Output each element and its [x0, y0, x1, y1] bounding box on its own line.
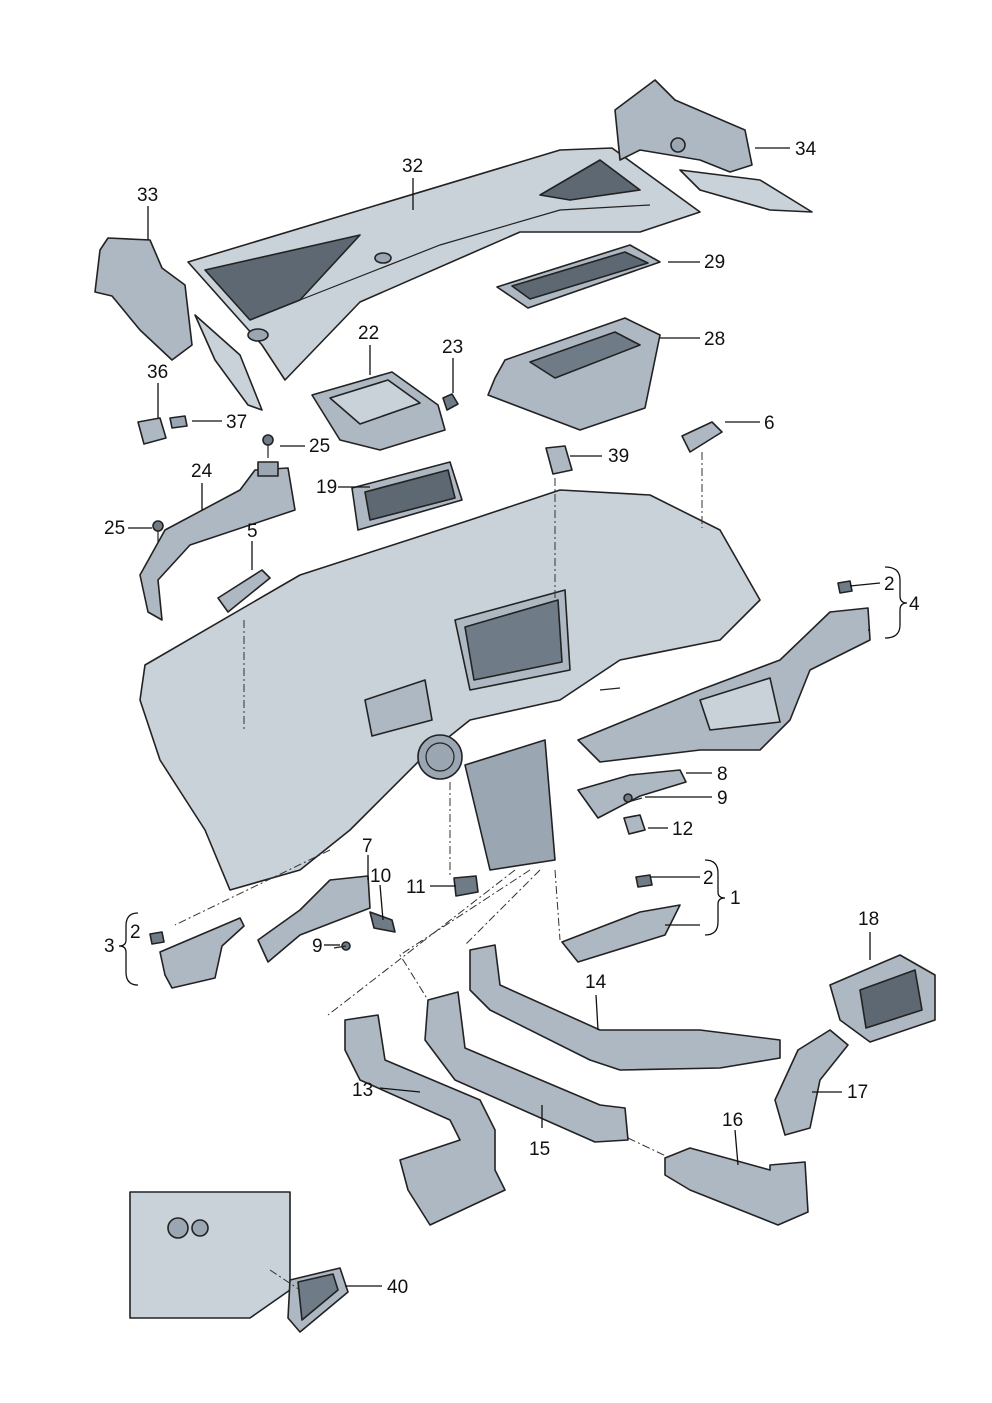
part-4-right-duct: [577, 607, 871, 763]
part-7-duct: [257, 875, 371, 963]
callout-7: 7: [362, 836, 373, 857]
dashboard-carrier: [139, 489, 761, 891]
callout-5: 5: [247, 521, 258, 542]
callout-29: 29: [704, 252, 725, 273]
part-15-duct: [424, 991, 629, 1143]
part-29-grille-cover: [496, 244, 661, 309]
part-16-duct: [664, 1147, 809, 1226]
part-22-display-housing: [311, 371, 446, 451]
callout-24: 24: [191, 461, 213, 482]
part-2-clip-left: [149, 931, 165, 945]
part-24-side-duct: [139, 461, 296, 621]
callout-10: 10: [370, 866, 391, 887]
callout-23: 23: [442, 337, 463, 358]
callout-37: 37: [226, 412, 247, 433]
callout-40: 40: [387, 1277, 408, 1298]
callout-2-upper-right: 2: [884, 574, 895, 595]
callout-39: 39: [608, 446, 629, 467]
assembly-dash-lines: [174, 452, 703, 1291]
part-36-switch: [137, 417, 167, 445]
callout-9-right: 9: [717, 788, 728, 809]
part-37-cap: [169, 415, 188, 429]
callout-3: 3: [104, 936, 115, 957]
part-5-vent-trim: [217, 569, 271, 613]
callout-12: 12: [672, 819, 693, 840]
part-9-screw-right: [623, 793, 643, 803]
callout-22: 22: [358, 323, 379, 344]
inset-40-detail: [129, 1191, 349, 1333]
part-2-clip-upper-right: [837, 580, 853, 594]
callout-8: 8: [717, 764, 728, 785]
part-34-cowl-end-right: [614, 79, 813, 213]
callout-11: 11: [406, 877, 426, 898]
callout-15: 15: [529, 1139, 550, 1160]
part-25-screw-lower: [152, 520, 164, 544]
callout-2-left: 2: [130, 922, 141, 943]
part-10-clip: [369, 911, 396, 933]
callout-16: 16: [722, 1110, 743, 1131]
part-14-duct: [469, 944, 781, 1071]
part-13-duct: [344, 1014, 506, 1226]
callout-25-upper: 25: [309, 436, 330, 457]
part-11-sensor: [453, 875, 479, 897]
callout-13: 13: [352, 1080, 373, 1101]
callout-36: 36: [147, 362, 168, 383]
callout-4: 4: [909, 594, 920, 615]
part-17-duct: [774, 1029, 849, 1136]
callout-28: 28: [704, 329, 725, 350]
leader-lines: [128, 147, 881, 1287]
grouping-braces: [118, 566, 908, 986]
part-9-screw-left: [333, 941, 351, 951]
callout-labels: 32 33 34 29 28 22 23 36 37 25 19 24 25 5…: [104, 139, 920, 1298]
callout-33: 33: [137, 185, 158, 206]
part-3-left-vent: [159, 917, 245, 989]
part-39-sensor: [545, 445, 573, 475]
callout-14: 14: [585, 972, 607, 993]
callout-17: 17: [847, 1082, 868, 1103]
callout-25-lower: 25: [104, 518, 125, 539]
part-2-clip-centre: [635, 874, 653, 888]
callout-19: 19: [316, 477, 337, 498]
callout-2-centre: 2: [703, 868, 714, 889]
part-23-clip: [442, 393, 459, 411]
part-28-storage-tray: [487, 317, 661, 431]
callout-1: 1: [730, 888, 741, 909]
part-12-fastener: [623, 814, 646, 835]
callout-6: 6: [764, 413, 775, 434]
part-32-cowl-panel: [187, 147, 701, 381]
part-1-lower-vent: [561, 904, 681, 963]
callout-34: 34: [795, 139, 817, 160]
part-25-screw-upper: [262, 434, 274, 458]
part-19-centre-vent: [351, 461, 463, 531]
part-8-vent: [577, 769, 687, 819]
callout-9-left: 9: [312, 936, 323, 957]
callout-32: 32: [402, 156, 423, 177]
part-6-vent-trim: [681, 421, 723, 453]
callout-18: 18: [858, 909, 879, 930]
part-33-cowl-end-left: [94, 237, 263, 411]
